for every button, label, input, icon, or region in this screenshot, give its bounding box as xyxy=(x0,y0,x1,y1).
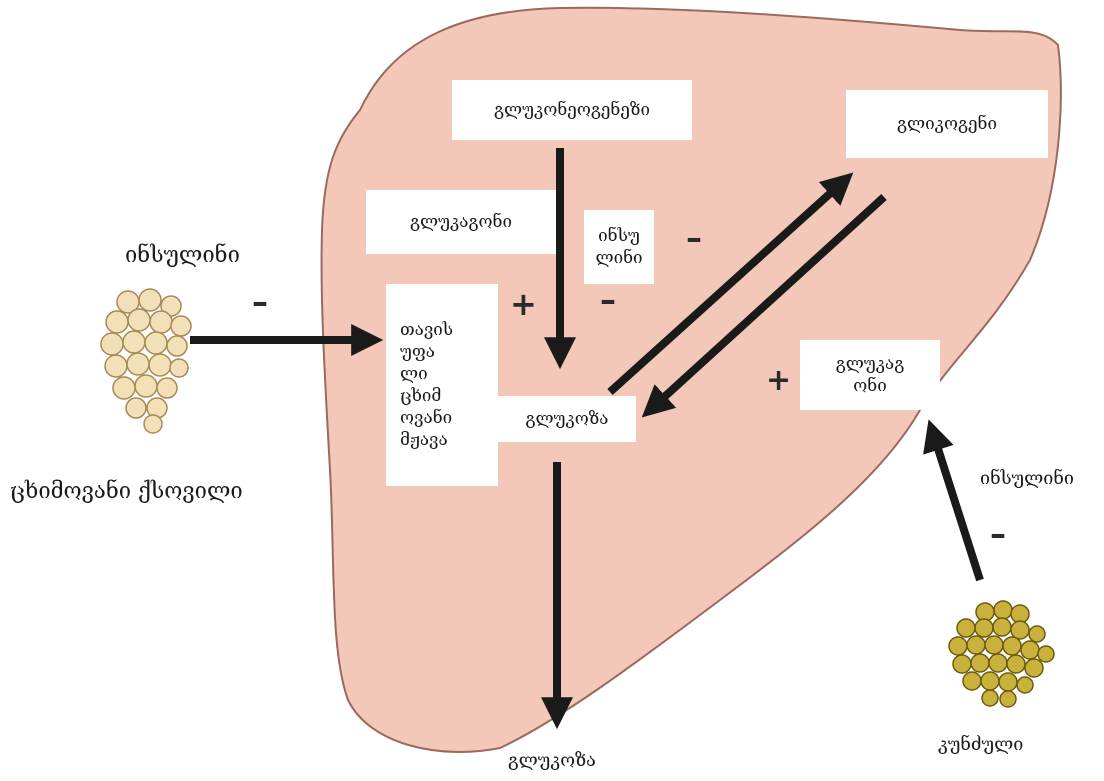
minus-sign-insulin-mid-below: – xyxy=(600,284,616,316)
free-fatty-acids-box: თავის უფა ლი ცხიმ ოვანი მჟავა xyxy=(386,284,498,486)
minus-sign-insulin-right: – xyxy=(990,518,1006,550)
adipose-tissue-icon xyxy=(101,289,191,433)
pancreatic-islet-icon xyxy=(949,601,1054,707)
insulin-label-right: ინსულინი xyxy=(980,468,1074,491)
arrow-pancreas-to-glucagon xyxy=(932,430,980,580)
minus-sign-insulin-mid-right: – xyxy=(686,222,702,254)
glycogen-box: გლიკოგენი xyxy=(846,90,1048,158)
insulin-box-mid: ინსუ ლინი xyxy=(584,210,654,284)
minus-sign-insulin-left: – xyxy=(252,286,268,318)
glucose-output-label: გლუკოზა xyxy=(508,750,596,773)
plus-sign-glucagon-right: + xyxy=(766,366,791,396)
glucagon-box-right: გლუკაგ ონი xyxy=(800,340,940,410)
pancreatic-islet-label: კუნძული xyxy=(938,734,1023,757)
glucagon-box-top: გლუკაგონი xyxy=(366,190,556,254)
plus-sign-ffa: + xyxy=(510,288,537,320)
adipose-tissue-label: ცხიმოვანი ქსოვილი xyxy=(10,478,243,506)
glucose-box-center: გლუკოზა xyxy=(498,396,636,442)
gluconeogenesis-box: გლუკონეოგენეზი xyxy=(452,80,692,140)
insulin-label-left: ინსულინი xyxy=(125,242,240,270)
